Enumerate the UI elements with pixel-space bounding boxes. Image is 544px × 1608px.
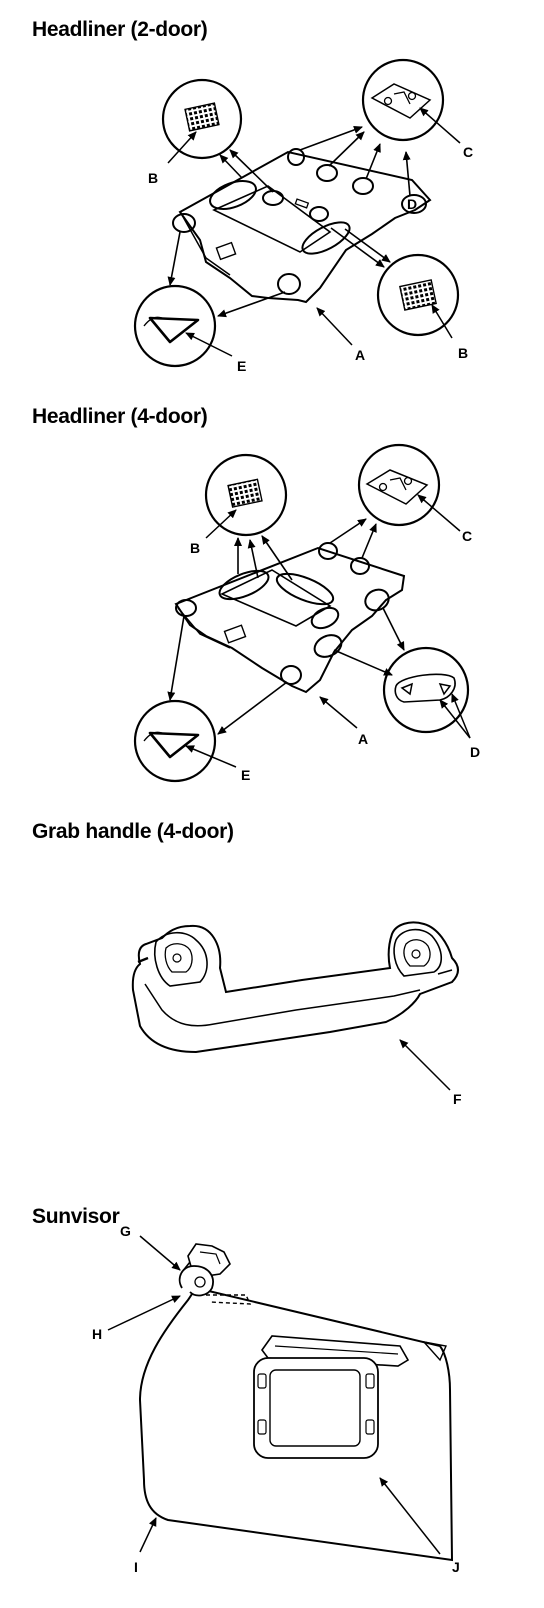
section-title-headliner-4door: Headliner (4-door) (32, 405, 208, 428)
grab-handle (131, 921, 459, 1054)
headliner-4door-panel (174, 546, 406, 694)
callout-i: I (134, 1559, 138, 1575)
section-title-headliner-2door: Headliner (2-door) (32, 18, 208, 41)
grab-handle-diagram (131, 921, 459, 1091)
headliner-4door-opening (220, 569, 332, 627)
callout-c: C (463, 144, 473, 160)
sunvisor-pivot (178, 1265, 214, 1297)
callout-c: C (462, 528, 472, 544)
headliner-2door-opening (212, 185, 332, 253)
callout-d: D (407, 196, 417, 212)
callout-e: E (237, 358, 246, 374)
callout-g: G (120, 1223, 131, 1239)
section-title-grab-handle: Grab handle (4-door) (32, 820, 234, 843)
headliner-2door-diagram (133, 58, 461, 368)
headliner-4door-diagram (133, 443, 471, 783)
callout-j: J (452, 1559, 460, 1575)
section-title-sunvisor: Sunvisor (32, 1205, 120, 1228)
headliner-2door-panel (178, 150, 432, 304)
callout-e: E (241, 767, 250, 783)
callout-b: B (458, 345, 468, 361)
callout-a: A (358, 731, 368, 747)
callout-a: A (355, 347, 365, 363)
callout-b: B (148, 170, 158, 186)
callout-f: F (453, 1091, 462, 1107)
callout-d: D (470, 744, 480, 760)
callout-b: B (190, 540, 200, 556)
vanity-mirror (253, 1357, 379, 1459)
sunvisor-diagram (107, 1235, 454, 1562)
callout-h: H (92, 1326, 102, 1342)
